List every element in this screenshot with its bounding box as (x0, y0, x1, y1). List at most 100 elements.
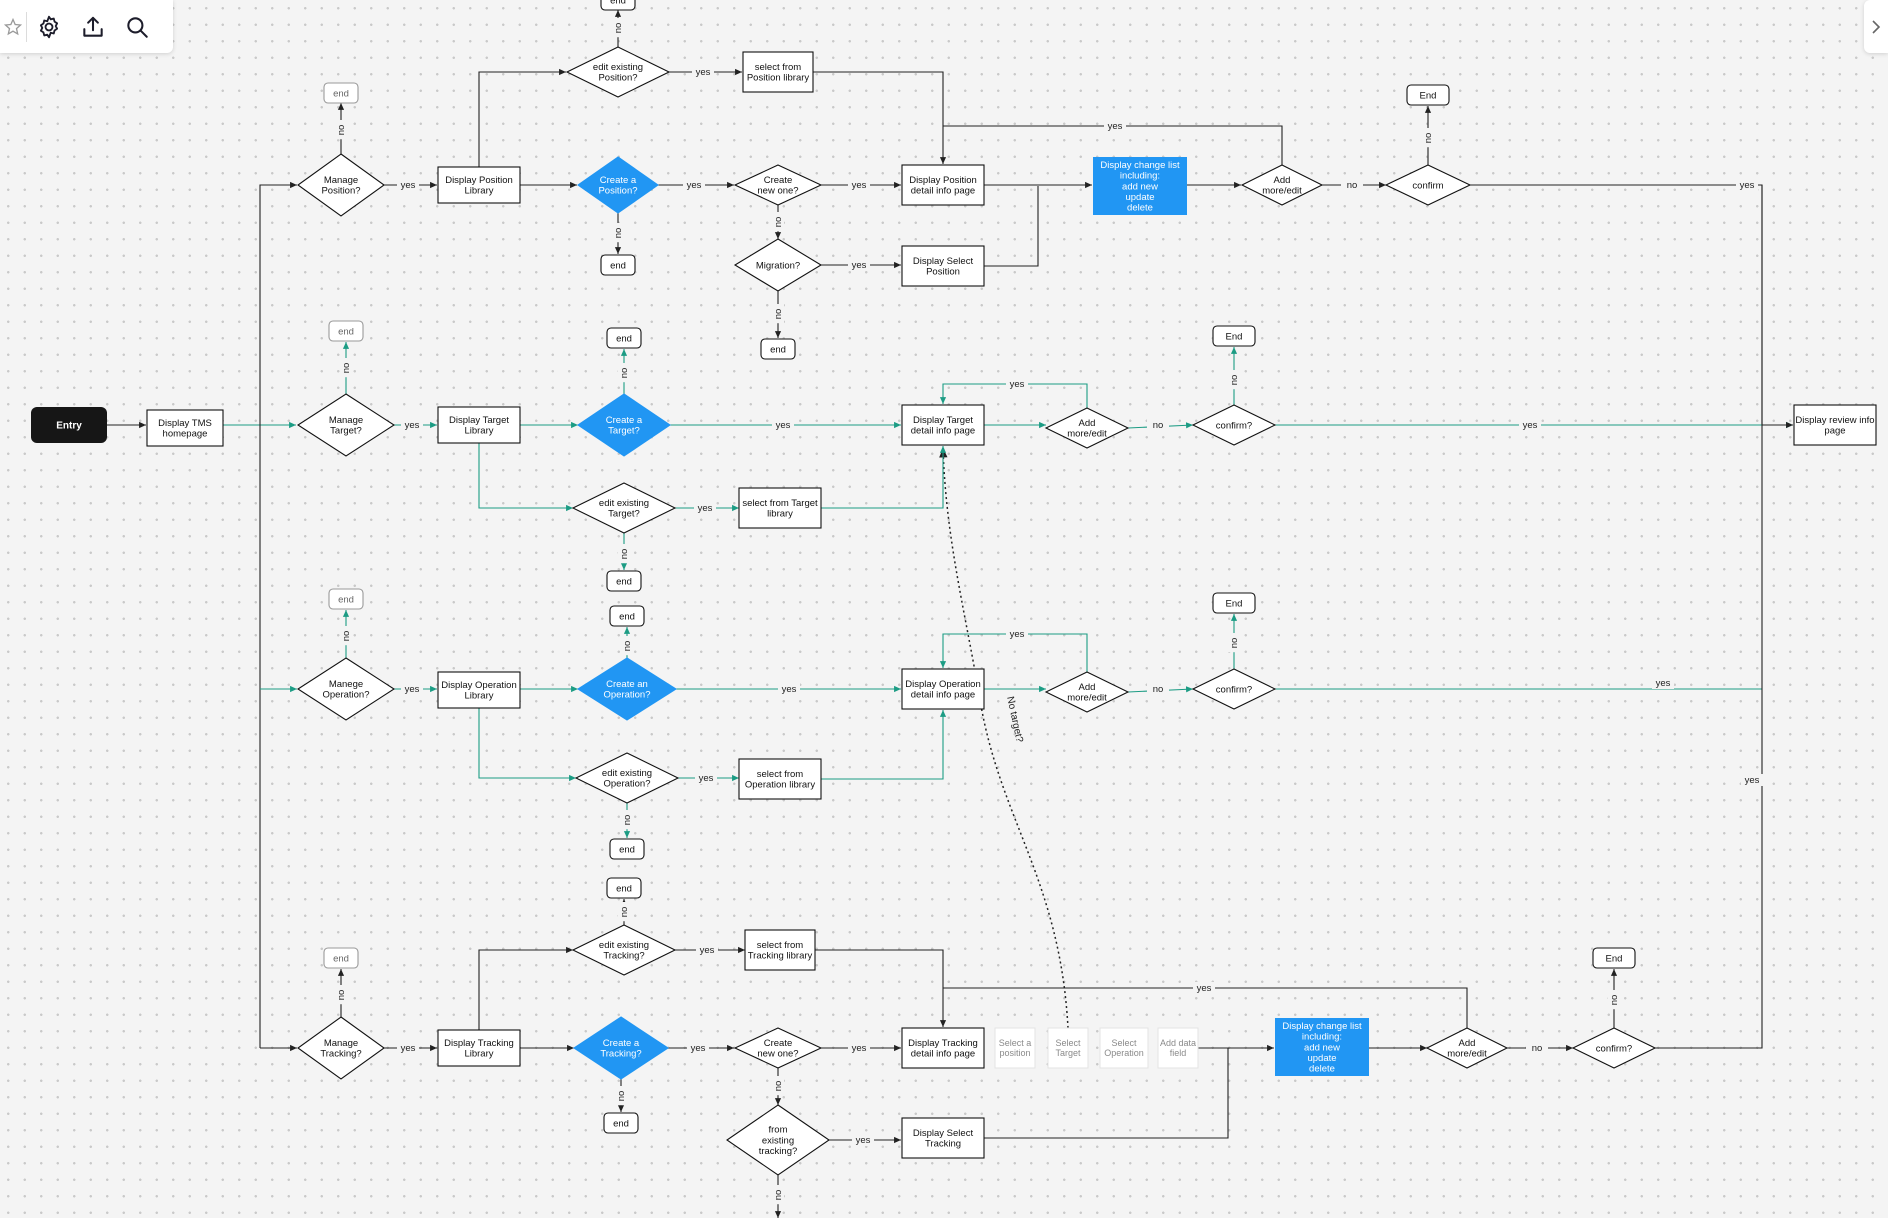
edge-label-yes-18: yes (698, 503, 713, 514)
change-list-node-11[interactable] (1093, 157, 1187, 215)
add-more-node-20[interactable] (1044, 407, 1130, 449)
confirm-q-node-46-label: confirm? (1596, 1043, 1632, 1054)
confirm-q-node-21[interactable] (1191, 404, 1277, 446)
create-new-node-7[interactable] (733, 164, 823, 206)
edge-label-yes-35: yes (401, 1043, 416, 1054)
manage-tracking-node-31[interactable] (297, 1016, 385, 1080)
edge-label-yes-38: yes (700, 945, 715, 956)
edit-operation-node-26[interactable] (574, 752, 680, 804)
confirm-q-node-30-label: confirm? (1216, 684, 1252, 695)
confirm-q-node-46[interactable] (1571, 1027, 1657, 1069)
create-position-node-6[interactable] (577, 156, 659, 214)
create-operation-node-25[interactable] (576, 657, 678, 721)
edge-label-yes-8: yes (852, 260, 867, 271)
from-existing-tracking-node-37[interactable] (726, 1104, 830, 1176)
export-button[interactable] (71, 0, 115, 53)
create-new-node-36[interactable] (733, 1027, 823, 1069)
edit-position-node-4[interactable] (565, 46, 671, 98)
end-node-7[interactable] (606, 570, 642, 592)
end-node-9[interactable] (328, 588, 364, 610)
select-operation-lib-node-27[interactable] (738, 758, 822, 800)
select-a-position-node-40[interactable] (994, 1027, 1036, 1069)
display-select-tracking-node-38[interactable] (901, 1117, 985, 1159)
add-more-node-45[interactable] (1425, 1027, 1509, 1069)
lib-operation-node-24[interactable] (437, 671, 521, 709)
end-node-15[interactable] (603, 1112, 639, 1134)
edge-label-no-44: no (773, 1190, 784, 1201)
home-node-1[interactable] (146, 409, 224, 447)
select-target-node-41[interactable] (1047, 1027, 1089, 1069)
detail-position-node-10[interactable] (901, 164, 985, 206)
end-node-11[interactable] (609, 838, 645, 860)
edit-tracking-node-33[interactable] (571, 924, 677, 976)
lib-position-node-3[interactable] (437, 166, 521, 204)
end-node-15-label: end (613, 1118, 629, 1129)
detail-tracking-node-39[interactable] (901, 1027, 985, 1069)
connector-2 (259, 181, 297, 1048)
manage-operation-node-23[interactable] (296, 657, 396, 721)
end-node-3[interactable] (760, 338, 796, 360)
edge-label-no-26: no (622, 641, 633, 652)
confirm-q-node-30[interactable] (1191, 668, 1277, 710)
edge-label-yes-3: yes (696, 67, 711, 78)
end-node-14-label: end (616, 883, 632, 894)
settings-button[interactable] (27, 0, 71, 53)
end-node-6[interactable] (606, 327, 642, 349)
edge-label-no-19: no (619, 549, 630, 560)
add-more-node-29[interactable] (1044, 671, 1130, 713)
migration-node-8[interactable] (733, 238, 823, 292)
select-position-lib-node-5[interactable] (742, 51, 814, 93)
select-operation-node-42[interactable] (1099, 1027, 1149, 1069)
entry-node[interactable] (31, 407, 107, 443)
lib-tracking-node-32[interactable] (437, 1029, 521, 1067)
end-node-2[interactable] (600, 254, 636, 276)
end-node-1[interactable] (600, 0, 636, 11)
add-more-node-12[interactable] (1240, 164, 1324, 206)
create-tracking-node-35[interactable] (573, 1016, 669, 1080)
edge-label-yes-33: yes (1656, 678, 1671, 689)
end-node-11-label: end (619, 844, 635, 855)
edit-target-node-17[interactable] (571, 482, 677, 534)
star-button[interactable] (0, 0, 26, 53)
end-node-5[interactable] (328, 320, 364, 342)
confirm-cap-node-13[interactable] (1384, 164, 1472, 206)
confirm-cap-node-13-label: confirm (1412, 180, 1443, 191)
no-target-label: No target? (1004, 695, 1025, 743)
edge-label-yes-45: yes (1197, 983, 1212, 994)
connector-8 (478, 68, 566, 167)
manage-position-node-2[interactable] (297, 153, 385, 217)
end-node-0[interactable] (323, 82, 359, 104)
detail-operation-node-28[interactable] (901, 668, 985, 710)
manage-target-node-14[interactable] (296, 393, 396, 457)
end-node-14[interactable] (606, 877, 642, 899)
end-node-5-label: end (338, 326, 354, 337)
add-data-field-node-43[interactable] (1157, 1027, 1199, 1069)
edge-label-no-40: no (616, 1091, 627, 1102)
end-node-10[interactable] (609, 605, 645, 627)
edge-label-no-12: no (1423, 133, 1434, 144)
edge-label-no-29: no (622, 815, 633, 826)
expand-panel-button[interactable] (1864, 0, 1888, 53)
select-tracking-lib-node-34[interactable] (744, 929, 816, 971)
detail-target-node-19[interactable] (901, 404, 985, 446)
end-cap-node-16[interactable] (1592, 947, 1636, 969)
create-target-node-16[interactable] (577, 393, 671, 457)
review-node-22[interactable] (1793, 404, 1877, 446)
lib-target-node-15[interactable] (437, 406, 521, 444)
end-cap-node-8[interactable] (1212, 325, 1256, 347)
search-button[interactable] (115, 0, 159, 53)
end-cap-node-12[interactable] (1212, 592, 1256, 614)
change-list-node-44[interactable] (1275, 1018, 1369, 1076)
end-cap-node-4[interactable] (1406, 84, 1450, 106)
display-select-position-node-9[interactable] (901, 245, 985, 287)
end-node-13[interactable] (323, 947, 359, 969)
select-target-lib-node-18[interactable] (738, 487, 822, 529)
entry-node-label: Entry (56, 421, 82, 432)
